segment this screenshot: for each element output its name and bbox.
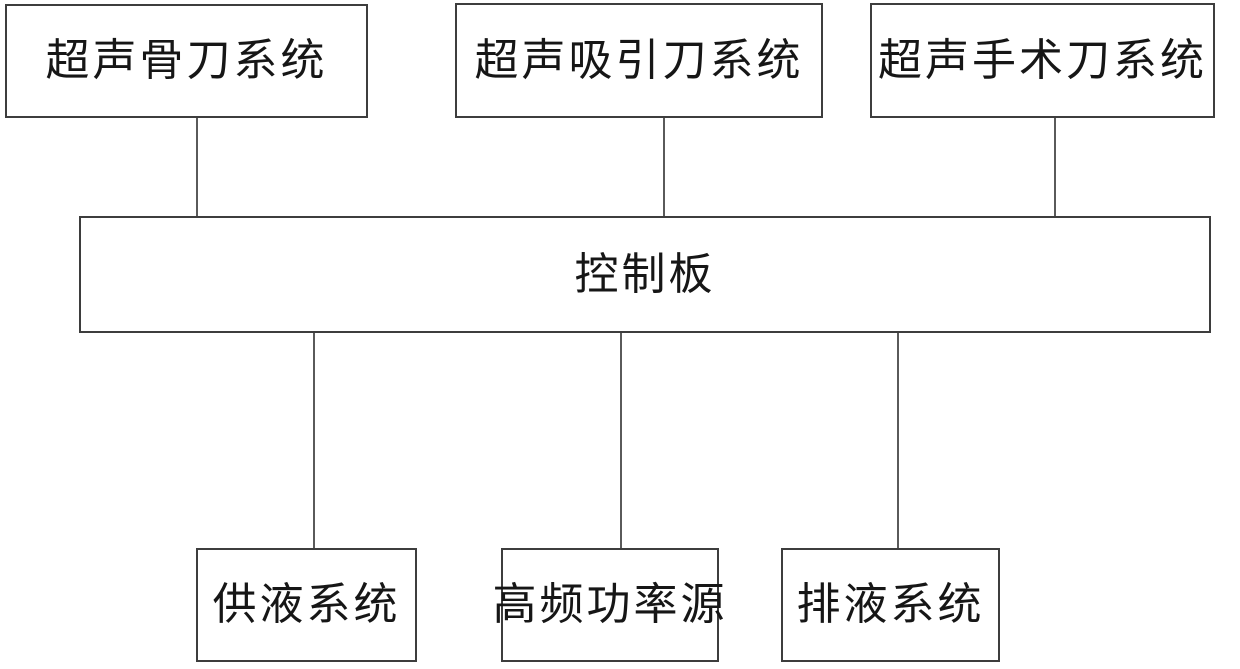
node-label: 超声吸引刀系统 — [474, 35, 804, 85]
connector-suction-knife-to-control-board — [663, 117, 665, 217]
node-label: 高频功率源 — [492, 580, 728, 629]
node-label: 供液系统 — [212, 580, 401, 629]
node-label: 排液系统 — [796, 580, 985, 629]
node-ultrasonic-suction-knife-system: 超声吸引刀系统 — [455, 3, 823, 118]
connector-control-board-to-liquid-supply — [313, 332, 315, 549]
node-ultrasonic-scalpel-system: 超声手术刀系统 — [870, 3, 1215, 118]
node-ultrasonic-bone-knife-system: 超声骨刀系统 — [5, 4, 368, 118]
node-label: 超声骨刀系统 — [45, 36, 328, 85]
node-control-board: 控制板 — [79, 216, 1211, 333]
node-label: 控制板 — [574, 249, 716, 299]
node-label: 超声手术刀系统 — [878, 35, 1207, 85]
node-high-frequency-power-source: 高频功率源 — [493, 548, 725, 662]
node-liquid-drain-system: 排液系统 — [781, 548, 1000, 662]
connector-bone-knife-to-control-board — [196, 117, 198, 217]
connector-scalpel-to-control-board — [1054, 117, 1056, 217]
connector-control-board-to-liquid-drain — [897, 332, 899, 549]
node-liquid-supply-system: 供液系统 — [196, 548, 417, 662]
connector-control-board-to-hf-power-source — [620, 332, 622, 549]
